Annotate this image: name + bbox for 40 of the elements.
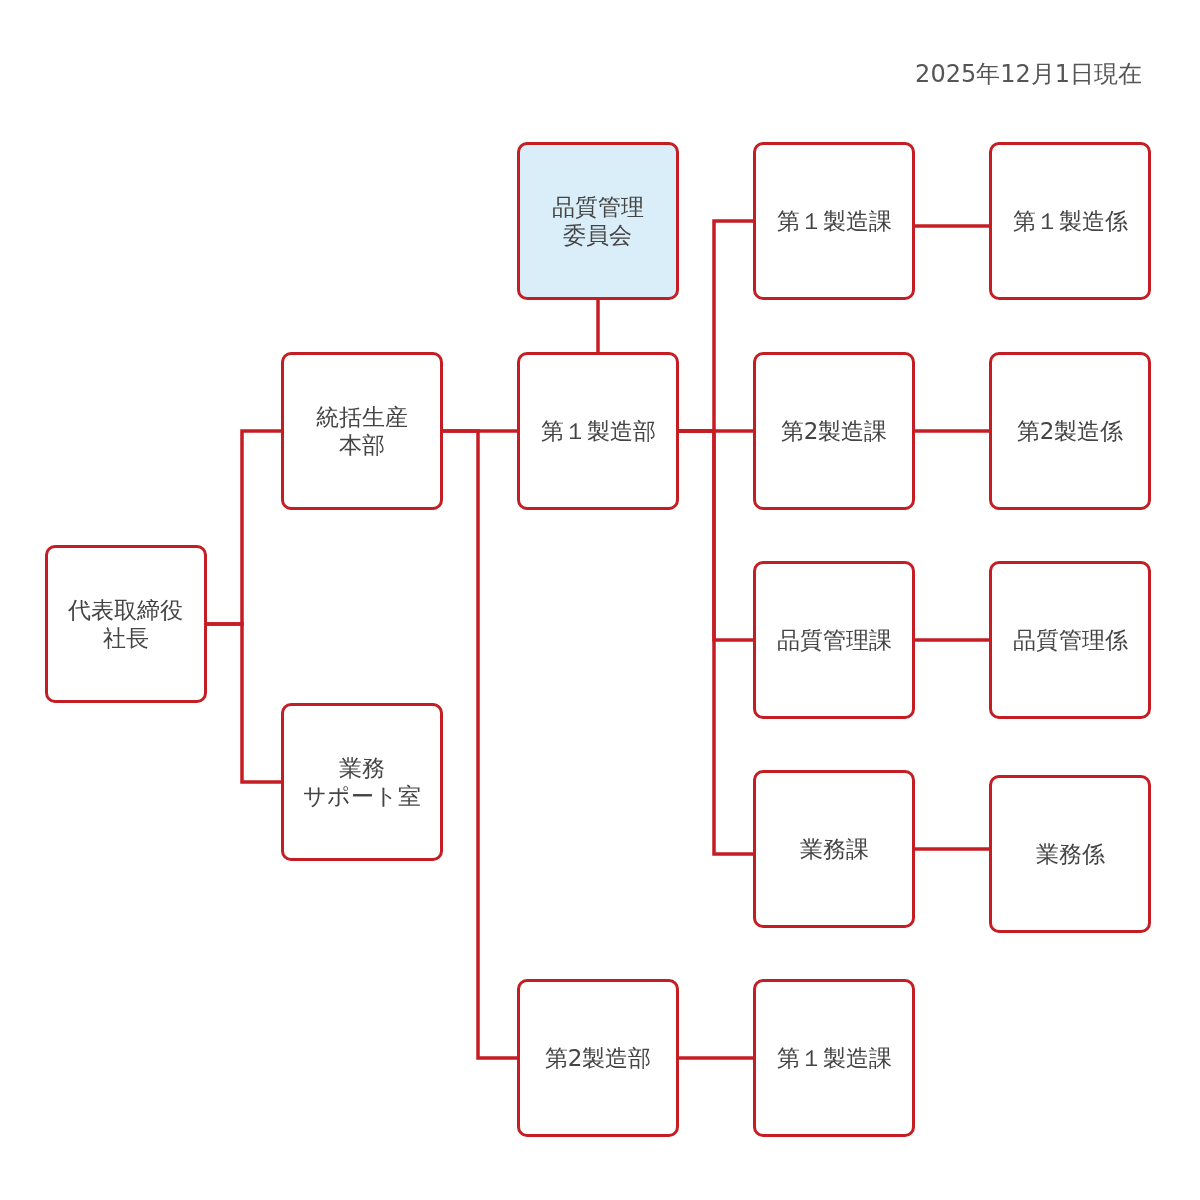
box-label: 第2製造係 [1016,417,1124,445]
org-box [281,703,443,861]
org-box [989,775,1151,933]
connector-line [915,847,989,851]
connector-line [679,1056,753,1060]
org-box [281,352,443,510]
box-label: 業務サポート室 [302,754,422,810]
connector-line [915,224,989,228]
org-box [753,352,915,510]
connector-line [207,622,281,784]
org-box [989,142,1151,300]
org-box [753,142,915,300]
org-box [517,352,679,510]
box-label: 第１製造課 [776,207,892,235]
org-box [753,561,915,719]
connector-line [915,429,989,433]
box-label: 業務係 [1035,840,1105,868]
box-label: 統括生産本部 [315,403,409,459]
org-box [517,979,679,1137]
org-box [989,561,1151,719]
connector-line [915,638,989,642]
box-label: 業務課 [799,835,869,863]
box-label: 第2製造課 [780,417,888,445]
box-label: 第2製造部 [544,1044,652,1072]
box-label: 第１製造課 [776,1044,892,1072]
connector-line [596,300,600,352]
connector-line [679,429,753,856]
box-label: 品質管理係 [1012,626,1128,654]
org-box [45,545,207,703]
committee-box [517,142,679,300]
box-label: 品質管理課 [776,626,892,654]
org-box [753,979,915,1137]
box-label: 第１製造係 [1012,207,1128,235]
org-box [989,352,1151,510]
box-label: 第１製造部 [540,417,656,445]
date-note: 2025年12月1日現在 [915,59,1142,90]
box-label: 代表取締役社長 [67,596,185,652]
connector-line [443,429,517,1060]
org-box [753,770,915,928]
box-label: 品質管理委員会 [551,193,645,249]
